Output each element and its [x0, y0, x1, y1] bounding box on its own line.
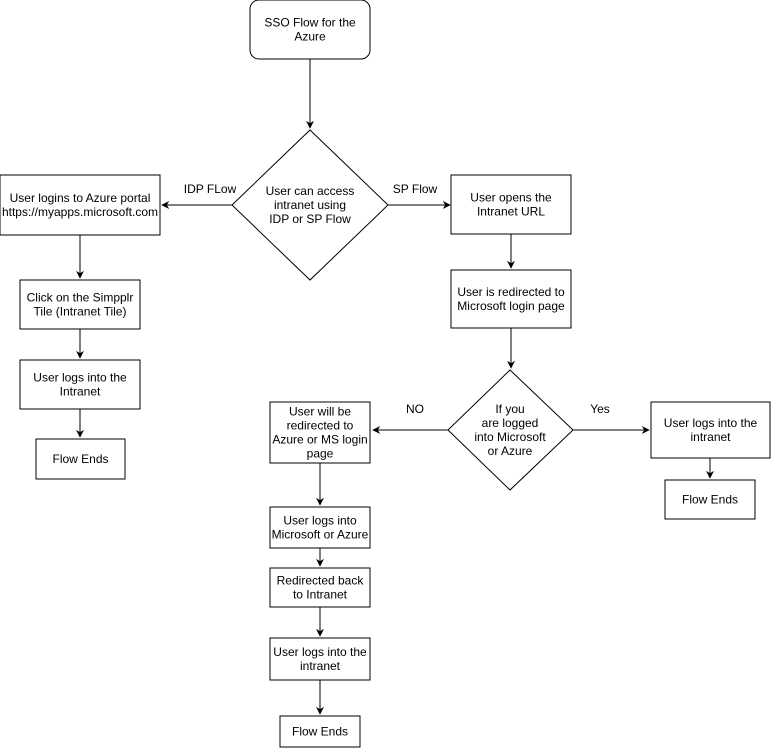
node-label-line: https://myapps.microsoft.com: [2, 205, 158, 219]
node-label-line: Azure or MS login: [272, 433, 367, 447]
node-label-line: Flow Ends: [52, 452, 108, 466]
node-label-line: User logs into the: [33, 371, 127, 385]
node-label-line: User opens the: [470, 191, 552, 205]
node-label-line: are logged: [482, 416, 539, 430]
node-label-line: into Microsoft: [474, 430, 546, 444]
node-label-line: User will be: [289, 405, 351, 419]
node-label-line: or Azure: [488, 444, 533, 458]
node-label-line: Microsoft login page: [457, 299, 565, 313]
node-label-line: User logs into: [283, 514, 357, 528]
edge-label-no: NO: [406, 402, 424, 416]
node-label-line: IDP or SP Flow: [269, 212, 351, 226]
no-end-node: Flow Ends: [279, 715, 361, 748]
edge-label-idp: IDP FLow: [184, 182, 237, 196]
node-label-line: User logins to Azure portal: [10, 191, 151, 205]
node-label-line: Redirected back: [277, 574, 365, 588]
node-label-line: intranet: [300, 659, 341, 673]
node-label-line: Microsoft or Azure: [272, 528, 369, 542]
node-label-line: User logs into the: [664, 416, 758, 430]
node-label-line: Intranet: [60, 385, 101, 399]
node-label-line: If you: [495, 402, 524, 416]
edge-label-sp: SP Flow: [393, 182, 438, 196]
node-label-line: SSO Flow for the: [264, 16, 356, 30]
node-label-line: page: [307, 447, 334, 461]
node-label-line: to Intranet: [293, 588, 348, 602]
node-label-line: Click on the Simpplr: [27, 291, 134, 305]
yes-end-node: Flow Ends: [664, 479, 756, 520]
node-label-line: User logs into the: [273, 645, 367, 659]
edge-label-yes: Yes: [590, 402, 610, 416]
node-label-line: intranet using: [274, 198, 346, 212]
yes-end-node-label: Flow Ends: [682, 493, 738, 507]
node-label-line: User can access: [266, 184, 355, 198]
node-label-line: Flow Ends: [292, 725, 348, 739]
node-label-line: redirected to: [287, 419, 354, 433]
node-label-line: Intranet URL: [477, 205, 545, 219]
no-end-node-label: Flow Ends: [292, 725, 348, 739]
node-label-line: Tile (Intranet Tile): [34, 305, 127, 319]
node-label-line: User is redirected to: [457, 285, 565, 299]
idp-end-node-label: Flow Ends: [52, 452, 108, 466]
idp-end-node: Flow Ends: [35, 438, 126, 480]
node-label-line: intranet: [690, 430, 731, 444]
node-label-line: Azure: [294, 30, 326, 44]
node-label-line: Flow Ends: [682, 493, 738, 507]
